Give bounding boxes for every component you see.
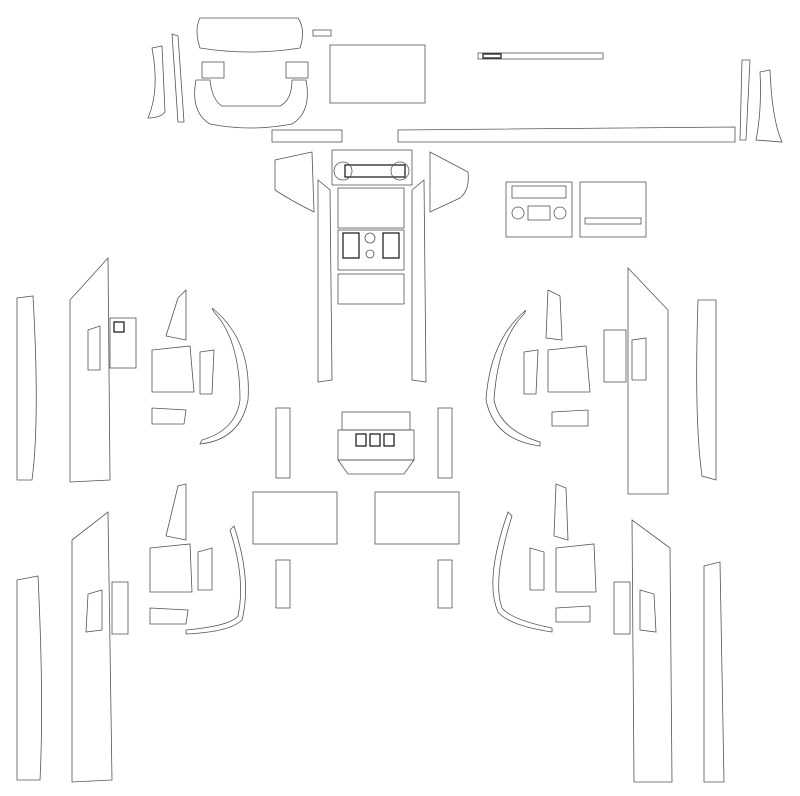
rear-climate-panel — [505, 181, 647, 238]
overhead-console-piece — [337, 411, 415, 475]
front-left-door-pieces — [16, 256, 249, 483]
dash-trim-strip-top — [477, 52, 604, 60]
a-pillar-left — [147, 33, 185, 123]
screen-piece-top — [329, 44, 426, 104]
front-right-door-pieces — [485, 267, 717, 495]
center-console — [274, 149, 469, 383]
a-pillar-right — [739, 59, 783, 143]
dash-trim-left — [271, 129, 343, 143]
rear-screen-left — [252, 491, 338, 545]
instrument-cluster-piece — [196, 17, 332, 53]
steering-wheel-piece — [194, 61, 309, 129]
rear-screen-right — [374, 491, 460, 545]
b-pillar-trims-center — [275, 407, 453, 609]
rear-right-door-pieces — [492, 483, 725, 783]
dash-trim-right — [397, 126, 736, 143]
rear-left-door-pieces — [16, 483, 246, 783]
